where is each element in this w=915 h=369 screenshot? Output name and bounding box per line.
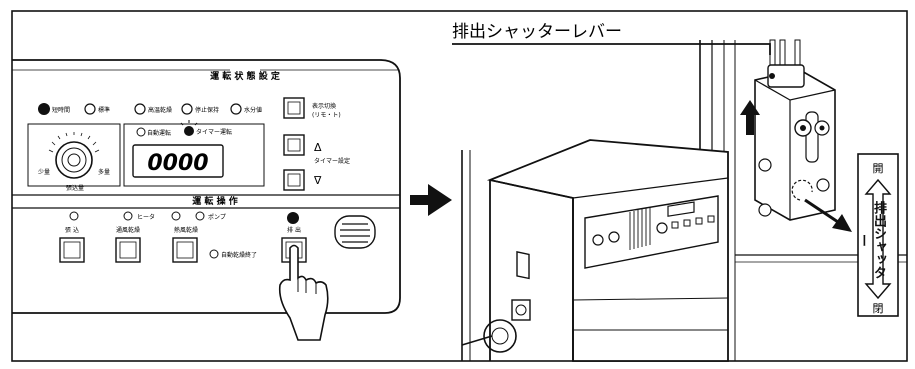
lamp-auto [136, 127, 146, 137]
lamp-label: 停止保持 [195, 106, 219, 114]
timer-display-value: 0000 [147, 151, 208, 176]
lamp-label: 標準 [98, 106, 110, 114]
lamp-timer [184, 126, 194, 136]
timer-display [132, 144, 224, 178]
shutter-lever-callout: 排出シャッターレバー [452, 22, 622, 42]
lamp-moisture [230, 103, 242, 115]
shutter-close-label: 閉 [873, 302, 884, 315]
lamp-airdry [123, 211, 133, 221]
dial-max-label: 多量 [98, 168, 110, 176]
timer-down-button[interactable] [283, 169, 305, 191]
up-arrow-icon [740, 100, 760, 135]
callout-leader-line [452, 43, 771, 55]
figure-frame [11, 10, 908, 362]
pump-lamp-label: ポンプ [208, 213, 226, 221]
double-arrow-icon [864, 178, 892, 300]
lamp-hold [181, 103, 193, 115]
down-triangle-icon: ∇ [313, 174, 322, 187]
dryer-machine [461, 39, 907, 362]
lamp-hot-dry [134, 103, 146, 115]
operation-title: 運 転 操 作 [192, 195, 237, 207]
panel-outline [12, 59, 401, 314]
airdry-button[interactable] [115, 237, 141, 263]
shutter-sign: 開 閉 [857, 153, 899, 317]
lamp-standard [84, 103, 96, 115]
dial-name-label: 張込量 [66, 184, 84, 192]
display-switch-label: 表示切換 [312, 102, 336, 110]
op-button-label: 張 込 [65, 226, 79, 234]
shutter-vertical-label: 排出シャッター [855, 201, 886, 279]
load-button[interactable] [59, 237, 85, 263]
lamp-auto-end [209, 249, 219, 259]
lamp-short [38, 103, 50, 115]
lamp-pump [195, 211, 205, 221]
hotdry-button[interactable] [172, 237, 198, 263]
lamp-label: 短時間 [52, 106, 70, 114]
dial-min-label: 少量 [38, 169, 50, 176]
up-triangle-icon: Δ [314, 141, 322, 154]
diagonal-arrow-icon [832, 214, 852, 232]
op-button-label: 排 出 [287, 226, 301, 234]
timer-setting-label: タイマー設定 [314, 157, 350, 165]
hand-pointer-icon [278, 244, 329, 341]
lamp-discharge [287, 212, 299, 224]
lamp-load [69, 211, 79, 221]
op-button-label: 熱風乾燥 [174, 226, 198, 234]
display-switch-button[interactable] [283, 97, 305, 119]
speaker-grille [334, 215, 376, 249]
op-button-label: 通風乾燥 [116, 226, 140, 234]
auto-dry-end-label: 自動乾燥終了 [221, 251, 257, 259]
lamp-label: 高温乾燥 [148, 106, 172, 114]
flow-arrow-icon [410, 184, 452, 216]
lamp-label: 自動運転 [147, 129, 171, 137]
heater-lamp-label: ヒータ [137, 213, 155, 221]
status-title: 運 転 状 態 設 定 [210, 70, 281, 82]
shutter-lever-assembly [754, 39, 836, 221]
lamp-label: 水分値 [244, 106, 262, 114]
control-panel: 運 転 状 態 設 定 短時間 標準 高温乾燥 停止保持 水分値 少量 多量 張… [12, 59, 401, 341]
display-switch-sub-label: (リモ・ト) [312, 112, 341, 119]
lamp-label: タイマー運転 [196, 128, 232, 136]
load-dial[interactable] [55, 141, 93, 179]
lamp-heater [171, 211, 181, 221]
shutter-open-label: 開 [873, 162, 884, 175]
timer-up-button[interactable] [283, 134, 305, 156]
